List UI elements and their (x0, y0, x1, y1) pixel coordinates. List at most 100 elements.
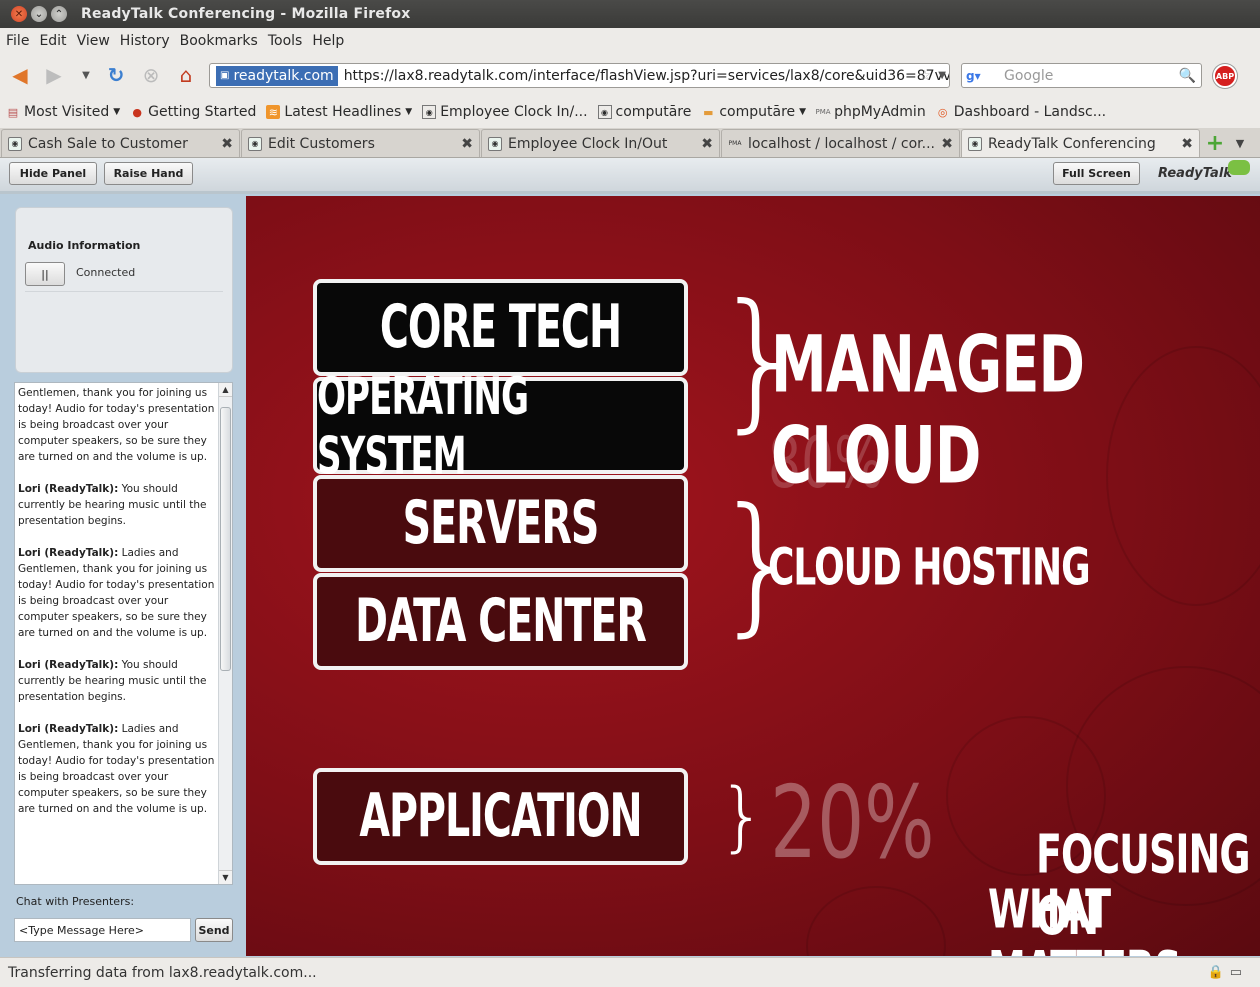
decorative-swirl (946, 716, 1106, 876)
home-icon[interactable]: ⌂ (179, 63, 193, 87)
send-button[interactable]: Send (195, 918, 233, 942)
menu-bookmarks[interactable]: Bookmarks (179, 33, 258, 49)
tab-label: ReadyTalk Conferencing (988, 135, 1156, 152)
minimize-window-button[interactable]: ⌄ (31, 6, 47, 22)
slide-box-operating-system: OPERATING SYSTEM (313, 366, 688, 485)
bookmark-latest-headlines[interactable]: ≋ Latest Headlines ▼ (266, 104, 412, 120)
page-icon: ◉ (968, 136, 982, 151)
decorative-swirl (806, 886, 946, 956)
what-matters-heading: WHAT MATTERS (988, 878, 1260, 956)
full-screen-button[interactable]: Full Screen (1053, 162, 1140, 185)
hide-panel-button[interactable]: Hide Panel (9, 162, 97, 185)
presentation-slide: CORE TECH OPERATING SYSTEM SERVERS DATA … (246, 196, 1260, 956)
close-window-button[interactable]: ✕ (11, 6, 27, 22)
bookmark-computare-folder[interactable]: ▬ computāre ▼ (701, 104, 806, 120)
chat-sender: Lori (ReadyTalk): (18, 723, 119, 735)
chat-scrollbar[interactable]: ▲ ▼ (218, 383, 232, 884)
url-bar[interactable]: ▣ readytalk.com https://lax8.readytalk.c… (209, 63, 950, 88)
chat-message-text: You should currently be hearing music un… (18, 483, 207, 527)
audio-status: Connected (76, 266, 136, 279)
brace-icon: } (712, 273, 808, 447)
scroll-thumb[interactable] (220, 407, 231, 671)
navigation-toolbar: ◀ ▶ ▼ ↻ ⊗ ⌂ ▣ readytalk.com https://lax8… (0, 54, 1260, 96)
slide-heading-text: FOCUSING ON (1036, 823, 1251, 947)
search-icon[interactable]: 🔍 (1178, 67, 1196, 84)
cloud-hosting-heading: CLOUD HOSTING (768, 540, 1091, 597)
chat-message: Lori (ReadyTalk): Ladies and Gentlemen, … (18, 545, 216, 641)
tab-readytalk[interactable]: ◉ ReadyTalk Conferencing ✖ (961, 129, 1200, 157)
slide-heading-text: WHAT MATTERS (988, 878, 1182, 956)
notes-icon[interactable]: ▭ (1229, 965, 1242, 980)
search-bar[interactable]: g▾ Google 🔍 (961, 63, 1202, 88)
divider (25, 291, 223, 292)
google-engine-icon[interactable]: g▾ (966, 68, 981, 83)
tab-cash-sale[interactable]: ◉ Cash Sale to Customer ✖ (1, 129, 240, 157)
bookmark-label: Latest Headlines (284, 104, 402, 120)
chat-sender: Lori (ReadyTalk): (18, 483, 119, 495)
close-tab-icon[interactable]: ✖ (941, 135, 953, 152)
percent-80: 80% (768, 424, 884, 505)
conference-main: Audio Information || Connected Gentlemen… (0, 194, 1260, 957)
scroll-up-icon[interactable]: ▲ (219, 383, 232, 397)
tab-employee-clock[interactable]: ◉ Employee Clock In/Out ✖ (481, 129, 720, 157)
close-tab-icon[interactable]: ✖ (701, 135, 713, 152)
lock-icon[interactable]: 🔒 (1207, 965, 1224, 980)
close-tab-icon[interactable]: ✖ (1181, 135, 1193, 152)
bookmark-most-visited[interactable]: ▤ Most Visited ▼ (6, 104, 120, 120)
bookmark-label: phpMyAdmin (834, 104, 926, 120)
pause-audio-button[interactable]: || (25, 262, 65, 286)
bookmark-label: Employee Clock In/... (440, 104, 588, 120)
brace-icon: } (718, 771, 767, 860)
percent-20: 20% (770, 765, 934, 881)
forward-icon[interactable]: ▶ (46, 63, 62, 87)
bookmark-dashboard[interactable]: ◎ Dashboard - Landsc... (936, 104, 1106, 120)
chat-message-input[interactable]: <Type Message Here> (14, 918, 191, 942)
chat-log[interactable]: Gentlemen, thank you for joining us toda… (14, 382, 233, 885)
bookmark-computare[interactable]: ◉ computāre (597, 104, 691, 120)
chat-label: Chat with Presenters: (16, 895, 135, 908)
menu-history[interactable]: History (119, 33, 170, 49)
tab-label: Edit Customers (268, 135, 375, 152)
tab-edit-customers[interactable]: ◉ Edit Customers ✖ (241, 129, 480, 157)
close-tab-icon[interactable]: ✖ (221, 135, 233, 152)
chat-bubble-icon (1228, 160, 1250, 175)
maximize-window-button[interactable]: ⌃ (51, 6, 67, 22)
window-titlebar: ✕ ⌄ ⌃ ReadyTalk Conferencing - Mozilla F… (0, 0, 1260, 28)
chevron-down-icon: ▼ (405, 107, 413, 117)
page-icon: ◉ (8, 136, 22, 151)
rss-icon: ≋ (266, 105, 281, 119)
page-icon: ◉ (248, 136, 262, 151)
close-tab-icon[interactable]: ✖ (461, 135, 473, 152)
slide-box-core-tech: CORE TECH (313, 279, 688, 376)
list-tabs-icon[interactable]: ▼ (1235, 136, 1245, 150)
url-dropdown-icon[interactable]: ▼ (938, 70, 946, 81)
back-icon[interactable]: ◀ (12, 63, 28, 87)
bookmark-phpmyadmin[interactable]: PMA phpMyAdmin (816, 104, 926, 120)
site-identity-button[interactable]: ▣ readytalk.com (216, 65, 338, 86)
chat-message-text: Gentlemen, thank you for joining us toda… (18, 387, 215, 463)
slide-box-label: DATA CENTER (355, 587, 647, 656)
folder-icon: ▬ (703, 105, 714, 119)
menu-file[interactable]: File (6, 33, 30, 49)
menu-view[interactable]: View (76, 33, 110, 49)
chat-message: Lori (ReadyTalk): Ladies and Gentlemen, … (18, 721, 216, 817)
percent-text: 80% (768, 423, 884, 505)
bookmark-star-icon[interactable]: ☆ (918, 67, 931, 84)
stop-icon[interactable]: ⊗ (142, 63, 160, 87)
slide-box-label: APPLICATION (359, 782, 642, 851)
bookmark-employee-clock[interactable]: ◉ Employee Clock In/... (422, 104, 588, 120)
menu-help[interactable]: Help (312, 33, 345, 49)
bookmark-getting-started[interactable]: ● Getting Started (130, 104, 256, 120)
pma-icon: PMA (815, 108, 831, 116)
raise-hand-button[interactable]: Raise Hand (104, 162, 193, 185)
menu-tools[interactable]: Tools (267, 33, 303, 49)
tab-localhost[interactable]: PMA localhost / localhost / cor... ✖ (721, 129, 960, 157)
pma-icon: PMA (728, 140, 742, 147)
reload-icon[interactable]: ↻ (107, 63, 125, 87)
page-icon: ◉ (597, 105, 612, 119)
scroll-down-icon[interactable]: ▼ (219, 870, 232, 884)
history-dropdown-icon[interactable]: ▼ (82, 69, 90, 81)
adblock-icon[interactable]: ABP (1213, 64, 1237, 88)
new-tab-icon[interactable]: + (1205, 130, 1225, 156)
menu-edit[interactable]: Edit (39, 33, 67, 49)
